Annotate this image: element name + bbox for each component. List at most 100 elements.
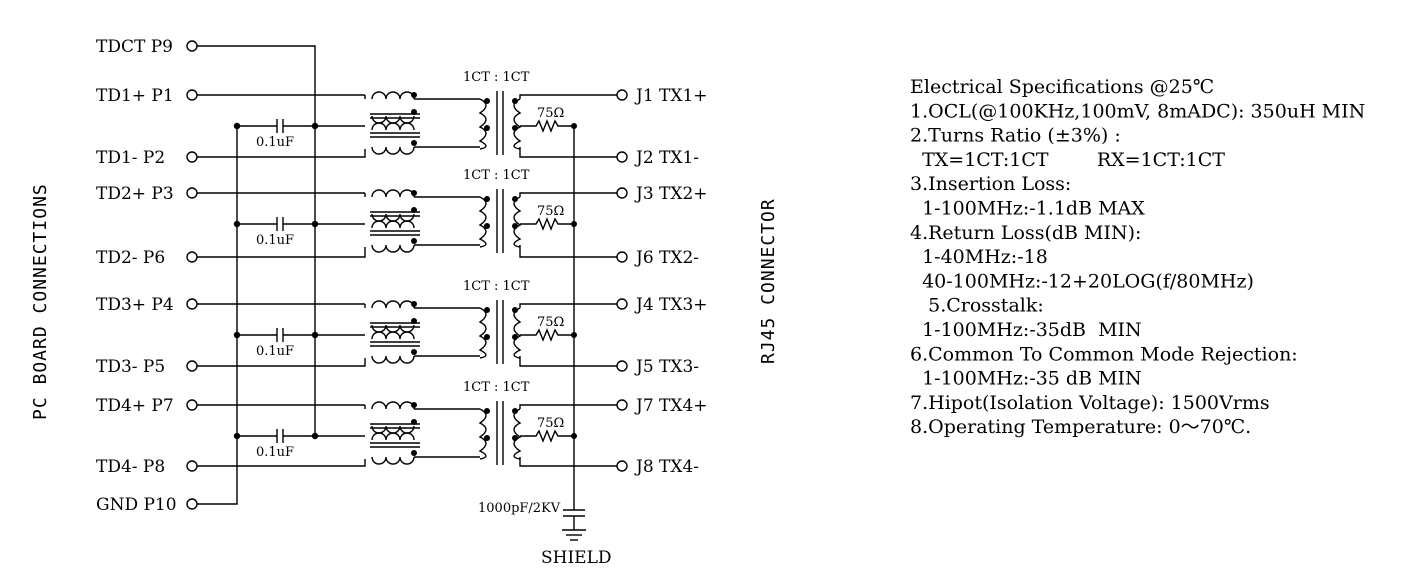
tx-dot-p1-4 [484, 408, 490, 414]
spec-line-6: 4.Return Loss(dB MIN): [910, 222, 1141, 244]
tx-dot-p2-3 [484, 334, 490, 340]
tx-dot-s1-2 [512, 196, 518, 202]
tx-dot-s1-4 [512, 408, 518, 414]
rj45-label-plus-2: J3 TX2+ [634, 184, 708, 204]
pin-terminal-plus-1 [186, 89, 198, 101]
choke-coil-1-4 [371, 146, 415, 155]
spec-line-10: 1-100MHz:-35dB MIN [910, 319, 1142, 341]
choke-polarity-dot-4-2 [411, 419, 417, 425]
tx-dot-p2-2 [484, 223, 490, 229]
spec-line-4: 3.Insertion Loss: [910, 173, 1071, 195]
resistor-label-4: 75Ω [537, 416, 564, 431]
junction-gnd-3 [233, 331, 241, 339]
cap-label-4: 0.1uF [256, 445, 294, 460]
choke-polarity-dot-4-3 [411, 450, 417, 456]
junction-gnd-1 [233, 122, 241, 130]
choke-coil-1-2 [371, 115, 415, 124]
tdct-bus-wire [197, 45, 316, 436]
rj45-label-minus-3: J5 TX3- [634, 357, 699, 377]
cap-label-2: 0.1uF [256, 233, 294, 248]
tx-dot-p2-1 [484, 125, 490, 131]
wire-plus-out-1 [519, 94, 617, 99]
choke-coil-4-4 [371, 456, 415, 465]
choke-polarity-dot-2-2 [411, 207, 417, 213]
wire-plus-out-4 [519, 404, 617, 409]
choke-coil-4-2 [371, 425, 415, 434]
junction-gnd-4 [233, 432, 241, 440]
choke-coil-2-3 [371, 220, 415, 229]
spec-line-13: 7.Hipot(Isolation Voltage): 1500Vrms [910, 392, 1270, 414]
pc-board-title: PC BOARD CONNECTIONS [30, 183, 51, 420]
choke-coil-3-3 [371, 331, 415, 340]
pin-terminal-minus-1 [186, 151, 198, 163]
choke-coil-3-2 [371, 324, 415, 333]
choke-coil-1-1 [371, 91, 415, 100]
rj45-label-minus-4: J8 TX4- [634, 457, 699, 477]
choke-coil-2-2 [371, 213, 415, 222]
rj45-terminal-plus-4 [616, 399, 628, 411]
spec-line-11: 6.Common To Common Mode Rejection: [910, 343, 1298, 365]
pin-terminal-plus-4 [186, 399, 198, 411]
tx-dot-p1-1 [484, 98, 490, 104]
choke-coil-3-4 [371, 355, 415, 364]
transformer-primary-2 [478, 196, 487, 248]
tx-dot-s1-3 [512, 307, 518, 313]
spec-line-7: 1-40MHz:-18 [910, 246, 1048, 268]
rj45-connector-title: RJ45 CONNECTOR [758, 198, 779, 364]
pin-label-minus-3: TD3- P5 [96, 357, 165, 377]
choke-polarity-dot-4-1 [411, 402, 417, 408]
choke-coil-2-4 [371, 244, 415, 253]
choke-polarity-dot-3-2 [411, 318, 417, 324]
choke-polarity-dot-2-3 [411, 238, 417, 244]
wire-minus-out-4 [519, 457, 617, 467]
choke-coil-2-1 [371, 189, 415, 198]
tx-dot-s2-4 [512, 435, 518, 441]
pin-terminal-plus-3 [186, 298, 198, 310]
electrical-specifications: Electrical Specifications @25℃1.OCL(@100… [910, 76, 1365, 438]
rj45-label-minus-2: J6 TX2- [634, 248, 699, 268]
choke-coil-4-1 [371, 401, 415, 410]
choke-polarity-dot-2-1 [411, 190, 417, 196]
resistor-label-2: 75Ω [537, 204, 564, 219]
spec-line-0: Electrical Specifications @25℃ [910, 76, 1214, 98]
spec-line-3: TX=1CT:1CT RX=1CT:1CT [910, 149, 1225, 171]
resistor-label-3: 75Ω [537, 315, 564, 330]
spec-line-8: 40-100MHz:-12+20LOG(f/80MHz) [910, 270, 1254, 292]
shield-label: SHIELD [541, 548, 612, 568]
spec-line-12: 1-100MHz:-35 dB MIN [910, 368, 1142, 390]
wire-minus-in-3 [197, 358, 366, 367]
tx-dot-s2-1 [512, 125, 518, 131]
transformer-primary-4 [478, 408, 487, 460]
tx-dot-p1-2 [484, 196, 490, 202]
junction-tdct-2 [311, 220, 319, 228]
spec-line-5: 1-100MHz:-1.1dB MAX [910, 198, 1145, 220]
wire-minus-out-2 [519, 245, 617, 258]
rj45-terminal-minus-3 [616, 360, 628, 372]
pin-terminal-minus-4 [186, 460, 198, 472]
spec-line-14: 8.Operating Temperature: 0～70℃. [910, 416, 1251, 438]
pin-terminal-plus-2 [186, 187, 198, 199]
tx-dot-s1-1 [512, 98, 518, 104]
pin-terminal-minus-3 [186, 360, 198, 372]
tx-dot-p2-4 [484, 435, 490, 441]
resistor-4 [520, 429, 574, 443]
pin-terminal-tdct [186, 40, 198, 52]
shield-cap-label: 1000pF/2KV [478, 501, 561, 516]
choke-coil-1-3 [371, 122, 415, 131]
wire-minus-in-2 [197, 247, 366, 258]
tx-dot-p1-3 [484, 307, 490, 313]
junction-tdct-4 [311, 432, 319, 440]
choke-coil-3-1 [371, 300, 415, 309]
choke-polarity-dot-1-1 [411, 92, 417, 98]
choke-polarity-dot-1-3 [411, 140, 417, 146]
resistor-2 [520, 217, 574, 231]
wire-minus-in-1 [197, 149, 366, 158]
wire-minus-out-1 [519, 147, 617, 158]
tx-dot-s2-2 [512, 223, 518, 229]
transformer-secondary-2 [513, 196, 522, 248]
transformer-primary-3 [478, 307, 487, 359]
pin-terminal-gnd [186, 498, 198, 510]
